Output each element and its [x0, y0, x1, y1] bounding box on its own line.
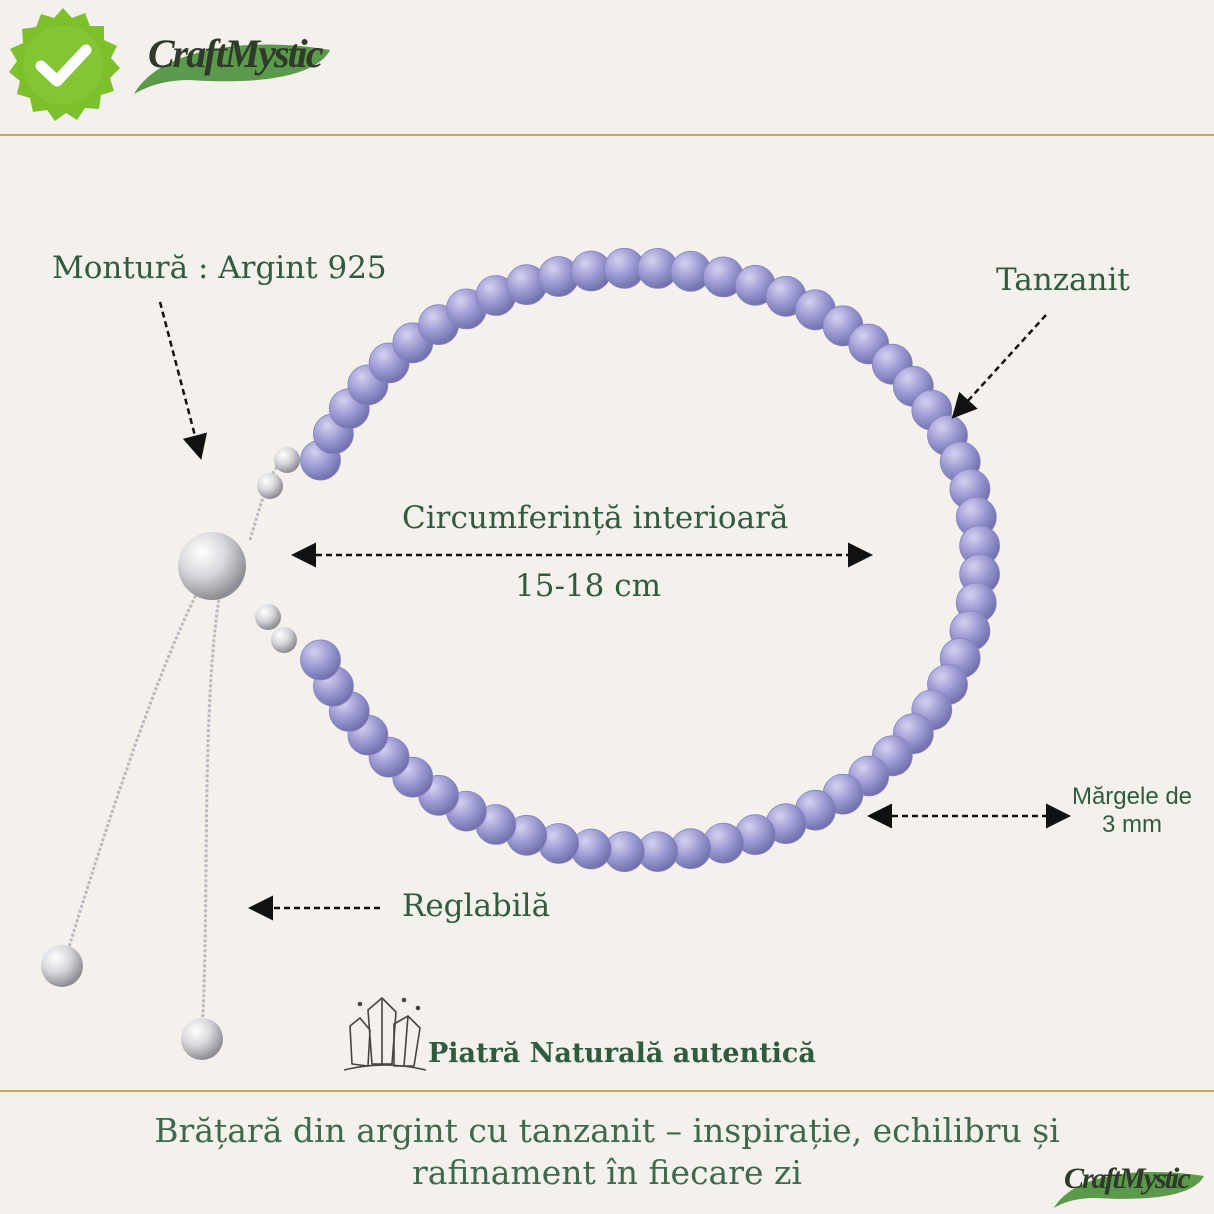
tanzanite-bead [300, 639, 341, 681]
slider-ball [178, 532, 246, 600]
leaf-icon [1054, 1171, 1204, 1208]
end-ball [41, 945, 83, 987]
crystal-cluster-icon [338, 990, 430, 1078]
top-divider [0, 134, 1214, 136]
authentic-stone-label: Piatră Naturală autentică [428, 1038, 816, 1069]
brand-name-top: CraftMystic [148, 31, 324, 76]
end-ball [181, 1018, 223, 1060]
spacer-bead [257, 473, 283, 499]
spacer-bead [271, 627, 297, 653]
spacer-bead [274, 447, 300, 473]
chain-strands [63, 460, 283, 1031]
mounting-label: Montură : Argint 925 [52, 250, 387, 286]
bead-size-line1: Mărgele de [1071, 783, 1193, 810]
bottom-divider [0, 1090, 1214, 1092]
mounting-arrow [158, 301, 208, 460]
footer-tagline-line2: rafinament în fiecare zi [412, 1153, 802, 1192]
footer-tagline-line1: Brățară din argint cu tanzanit – inspira… [154, 1111, 1060, 1150]
brand-logo-top: CraftMystic [130, 28, 335, 98]
circumference-value: 15-18 cm [515, 568, 661, 604]
circumference-title: Circumferință interioară [402, 500, 789, 536]
check-badge-icon [4, 6, 122, 124]
leaf-icon [134, 44, 330, 94]
bead-size-label: Mărgele de 3 mm [1062, 783, 1202, 839]
brand-logo-bottom: CraftMystic [1050, 1160, 1208, 1210]
adjustable-label: Reglabilă [402, 888, 551, 924]
spacer-bead [255, 604, 281, 630]
stone-label: Tanzanit [996, 262, 1130, 298]
bead-strand [300, 247, 1000, 873]
bead-size-line2: 3 mm [1102, 811, 1162, 838]
brand-name-bottom: CraftMystic [1064, 1162, 1191, 1195]
stone-arrow [951, 314, 1047, 419]
